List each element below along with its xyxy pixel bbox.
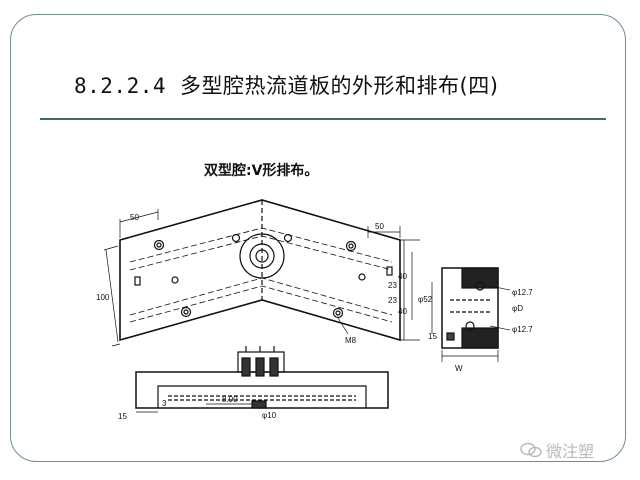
- dim-M8: M8: [345, 336, 357, 345]
- chat-bubble-icon: [520, 442, 542, 458]
- v-plate-top-view: [119, 199, 401, 342]
- dim-40-top: 40: [398, 272, 407, 281]
- dim-23-b: 23: [388, 296, 397, 305]
- dim-phi12-7-bottom: φ12.7: [512, 325, 533, 334]
- title-divider: [40, 118, 606, 120]
- dim-phi52: φ52: [418, 295, 433, 304]
- front-section-view: [135, 346, 389, 413]
- dim-50-left: 50: [130, 213, 139, 222]
- top-view-dimensions: [103, 209, 420, 347]
- watermark: 微注塑: [520, 438, 594, 462]
- dim-15-bottom: 15: [118, 412, 127, 421]
- dim-phi12-7-top: φ12.7: [512, 288, 533, 297]
- dim-phiD: φD: [512, 304, 523, 313]
- watermark-text: 微注塑: [546, 442, 595, 461]
- slide-frame: [10, 14, 626, 462]
- dim-phi10: φ10: [262, 411, 277, 420]
- section-number: 8.2.2.4: [74, 74, 167, 98]
- dim-50-right: 50: [375, 222, 384, 231]
- dimension-labels: 50 50 100 40 23 23 40 φ52 φ12.7 φD φ12.7…: [96, 213, 533, 421]
- side-view: [431, 267, 511, 362]
- dim-23-a: 23: [388, 281, 397, 290]
- dim-8-00: 8.00: [222, 395, 238, 404]
- dim-W: W: [455, 364, 463, 373]
- dim-100: 100: [96, 293, 110, 302]
- dim-15-side: 15: [428, 332, 437, 341]
- dim-3: 3: [162, 399, 167, 408]
- dim-40-bottom: 40: [398, 307, 407, 316]
- figure-caption: 双型腔:V形排布。: [204, 163, 319, 179]
- slide-title: 8.2.2.4 多型腔热流道板的外形和排布(四): [74, 70, 498, 100]
- title-text: 多型腔热流道板的外形和排布(四): [180, 74, 499, 98]
